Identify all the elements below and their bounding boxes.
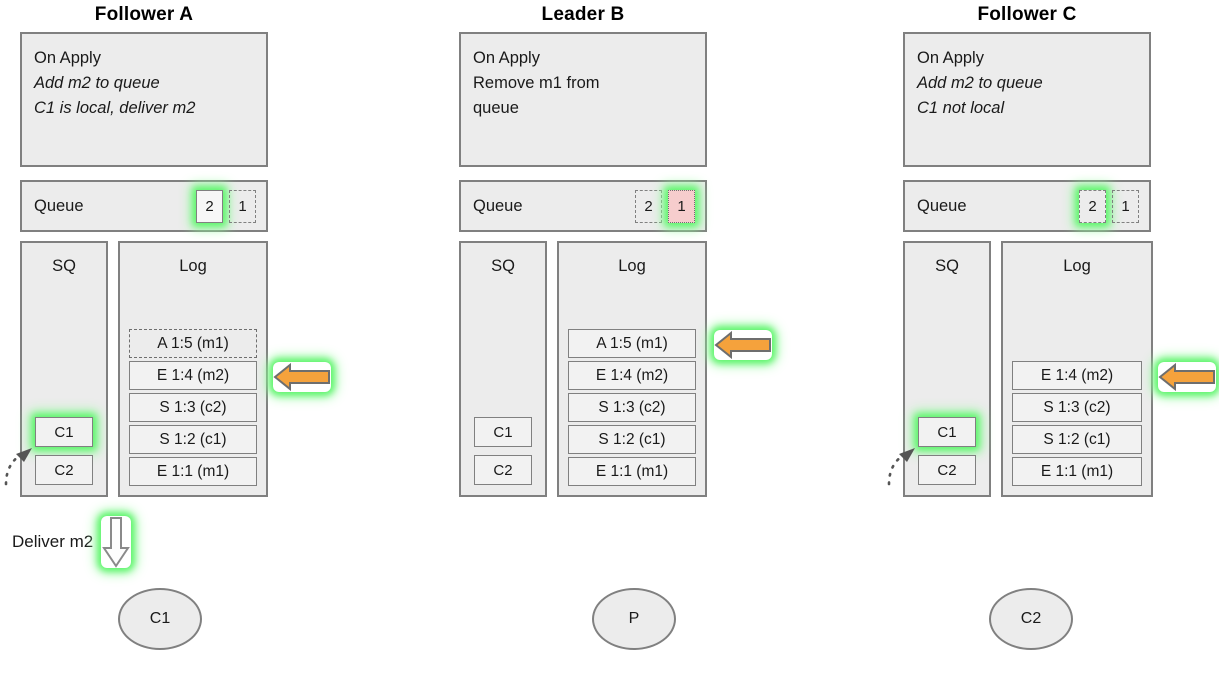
log-entry-list: E 1:4 (m2) S 1:3 (c2) S 1:2 (c1) E 1:1 (…	[1012, 361, 1142, 486]
log-entry[interactable]: A 1:5 (m1)	[129, 329, 257, 358]
log-entry[interactable]: S 1:3 (c2)	[1012, 393, 1142, 422]
on-apply-line-2: C1 not local	[917, 99, 1005, 117]
sq-header: SQ	[491, 257, 515, 275]
left-arrow-icon	[273, 362, 331, 392]
log-header: Log	[1063, 257, 1091, 275]
log-entry[interactable]: E 1:4 (m2)	[568, 361, 696, 390]
deliver-label: Deliver m2	[12, 532, 94, 551]
dotted-pointer-icon	[881, 418, 929, 488]
on-apply-line-2: queue	[473, 99, 519, 117]
on-apply-line-1: Add m2 to queue	[34, 74, 160, 92]
sq-item-c2[interactable]: C2	[474, 455, 532, 485]
log-entry[interactable]: E 1:1 (m1)	[129, 457, 257, 486]
node-ellipse[interactable]: C1	[118, 588, 202, 650]
log-entry[interactable]: S 1:3 (c2)	[129, 393, 257, 422]
log-entry[interactable]: E 1:4 (m2)	[1012, 361, 1142, 390]
on-apply-line-1: Remove m1 from	[473, 74, 600, 92]
on-apply-line-2: C1 is local, deliver m2	[34, 99, 196, 117]
dotted-pointer-icon	[0, 418, 46, 488]
queue-slot[interactable]: 1	[1112, 189, 1139, 223]
log-entry-list: A 1:5 (m1) E 1:4 (m2) S 1:3 (c2) S 1:2 (…	[129, 329, 257, 486]
log-panel: Log E 1:4 (m2) S 1:3 (c2) S 1:2 (c1) E 1…	[1001, 241, 1153, 497]
log-entry-list: A 1:5 (m1) E 1:4 (m2) S 1:3 (c2) S 1:2 (…	[568, 329, 696, 486]
sq-item-list: C1 C2	[918, 417, 976, 485]
sq-item-list: C1 C2	[474, 417, 532, 485]
sq-item-c1[interactable]: C1	[35, 417, 93, 447]
log-panel: Log A 1:5 (m1) E 1:4 (m2) S 1:3 (c2) S 1…	[118, 241, 268, 497]
log-entry[interactable]: E 1:1 (m1)	[1012, 457, 1142, 486]
queue-slot[interactable]: 2	[196, 189, 223, 223]
log-panel: Log A 1:5 (m1) E 1:4 (m2) S 1:3 (c2) S 1…	[557, 241, 707, 497]
node-ellipse[interactable]: C2	[989, 588, 1073, 650]
log-header: Log	[618, 257, 646, 275]
on-apply-heading: On Apply	[34, 49, 101, 67]
sq-header: SQ	[52, 257, 76, 275]
sq-panel: SQ C1 C2	[903, 241, 991, 497]
on-apply-heading: On Apply	[917, 49, 984, 67]
column-title: Follower A	[94, 4, 194, 25]
sq-item-list: C1 C2	[35, 417, 93, 485]
left-arrow-icon	[714, 330, 772, 360]
on-apply-line-1: Add m2 to queue	[917, 74, 1043, 92]
sq-item-c1[interactable]: C1	[474, 417, 532, 447]
sq-item-c2[interactable]: C2	[35, 455, 93, 485]
queue-label: Queue	[34, 196, 84, 215]
queue-label: Queue	[473, 196, 523, 215]
column-title: Leader B	[541, 4, 625, 25]
log-entry[interactable]: S 1:2 (c1)	[129, 425, 257, 454]
queue-slot[interactable]: 2	[635, 189, 662, 223]
log-entry[interactable]: A 1:5 (m1)	[568, 329, 696, 358]
queue-slot[interactable]: 1	[229, 189, 256, 223]
on-apply-heading: On Apply	[473, 49, 540, 67]
sq-header: SQ	[935, 257, 959, 275]
log-entry[interactable]: S 1:3 (c2)	[568, 393, 696, 422]
queue-slot-list: 2 1	[1079, 189, 1139, 223]
replica-column-follower-a: Follower A On Apply Add m2 to queue C1 i…	[4, 0, 330, 673]
deliver-row: Deliver m2	[12, 516, 131, 568]
sq-item-c1[interactable]: C1	[918, 417, 976, 447]
sq-panel: SQ C1 C2	[20, 241, 108, 497]
sq-item-c2[interactable]: C2	[918, 455, 976, 485]
queue-slot-list: 2 1	[635, 189, 695, 223]
down-arrow-icon	[101, 516, 131, 568]
log-header: Log	[179, 257, 207, 275]
column-title: Follower C	[977, 4, 1077, 25]
queue-panel: Queue 2 1	[903, 180, 1151, 232]
queue-slot[interactable]: 2	[1079, 189, 1106, 223]
queue-slot[interactable]: 1	[668, 189, 695, 223]
replica-column-leader-b: Leader B On Apply Remove m1 from queue Q…	[459, 0, 771, 673]
replica-column-follower-c: Follower C On Apply Add m2 to queue C1 n…	[887, 0, 1215, 673]
on-apply-panel: On Apply Remove m1 from queue	[459, 32, 707, 167]
queue-slot-list: 2 1	[196, 189, 256, 223]
left-arrow-icon	[1158, 362, 1216, 392]
log-entry[interactable]: E 1:4 (m2)	[129, 361, 257, 390]
on-apply-panel: On Apply Add m2 to queue C1 is local, de…	[20, 32, 268, 167]
log-entry[interactable]: S 1:2 (c1)	[1012, 425, 1142, 454]
sq-panel: SQ C1 C2	[459, 241, 547, 497]
queue-label: Queue	[917, 196, 967, 215]
log-entry[interactable]: S 1:2 (c1)	[568, 425, 696, 454]
on-apply-panel: On Apply Add m2 to queue C1 not local	[903, 32, 1151, 167]
queue-panel: Queue 2 1	[20, 180, 268, 232]
queue-panel: Queue 2 1	[459, 180, 707, 232]
log-entry[interactable]: E 1:1 (m1)	[568, 457, 696, 486]
node-ellipse[interactable]: P	[592, 588, 676, 650]
